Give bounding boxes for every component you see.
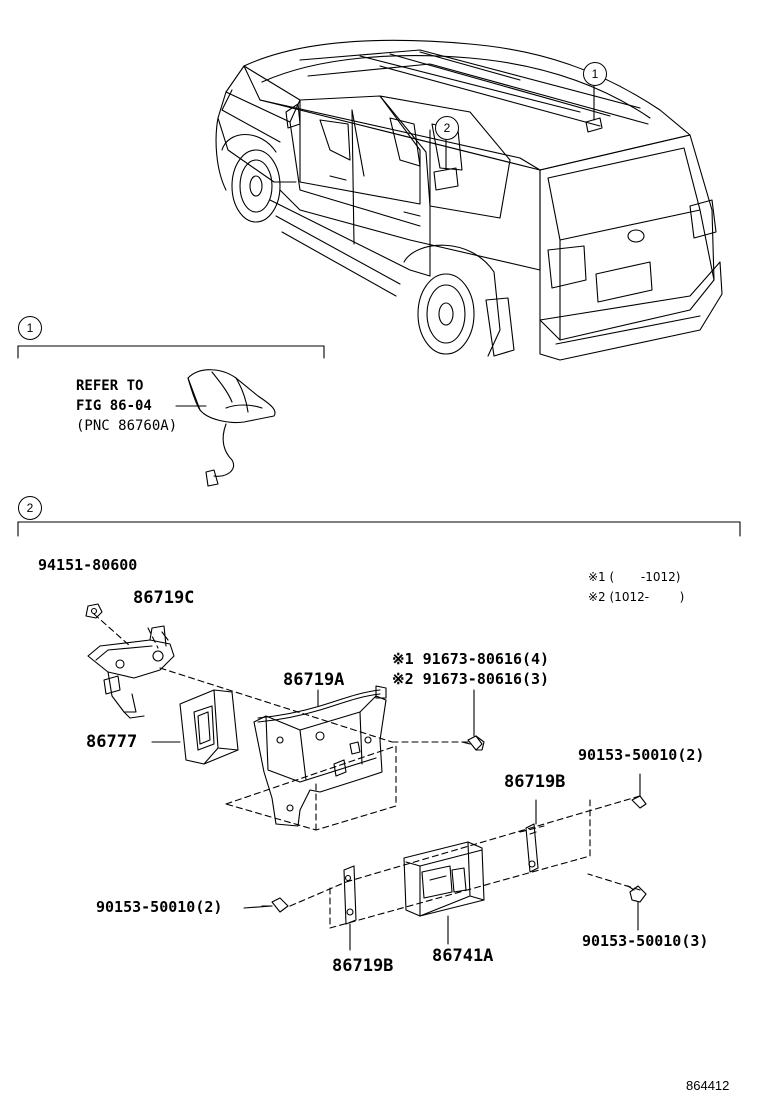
- callout-2-circle: 2: [435, 116, 459, 140]
- bolt-90153-right-bottom: [627, 885, 647, 931]
- bolt-91673: [461, 689, 485, 751]
- part-90153-right-bottom: 90153-50010(3): [582, 932, 709, 950]
- bracket-86719A: [253, 685, 387, 827]
- bolt-90153-right-top: [631, 773, 647, 809]
- figure-id: 864412: [686, 1078, 730, 1093]
- ecu-86741A: [403, 841, 485, 945]
- bracket-86719B-right: [525, 799, 539, 873]
- part-91673-note2: ※2 91673-80616(3): [392, 670, 550, 688]
- part-86719B-bottom: 86719B: [332, 956, 394, 976]
- part-86719B-right: 86719B: [504, 772, 566, 792]
- module-86777: [151, 689, 239, 765]
- bracket-86719B-bottom: [343, 865, 357, 951]
- part-86719A: 86719A: [283, 670, 345, 690]
- callout-1-circle: 1: [583, 62, 607, 86]
- vehicle-illustration: [215, 39, 723, 361]
- part-91673-note1: ※1 91673-80616(4): [392, 650, 550, 668]
- part-90153-left: 90153-50010(2): [96, 898, 223, 916]
- nut-94151: [85, 603, 103, 619]
- part-86741A: 86741A: [432, 946, 494, 966]
- section2-frame: [17, 521, 741, 537]
- section1-number: 1: [18, 316, 42, 340]
- bolt-90153-left: [243, 897, 289, 913]
- assembly-dashed-lines: [93, 613, 641, 929]
- part-86777: 86777: [86, 732, 138, 752]
- note-2: ※2 (1012- ): [588, 590, 685, 604]
- part-94151-80600: 94151-80600: [38, 556, 138, 574]
- bracket-86719C: [87, 625, 175, 719]
- section2-number: 2: [18, 496, 42, 520]
- part-90153-right-top: 90153-50010(2): [578, 746, 705, 764]
- section1-ref-line2: FIG 86-04: [76, 398, 152, 414]
- antenna-illustration: [175, 369, 276, 487]
- part-86719C: 86719C: [133, 588, 195, 608]
- section1-frame: [17, 345, 325, 359]
- note-1: ※1 ( -1012): [588, 570, 681, 584]
- section1-ref-line1: REFER TO: [76, 378, 144, 394]
- section1-ref-line3: (PNC 86760A): [76, 418, 178, 434]
